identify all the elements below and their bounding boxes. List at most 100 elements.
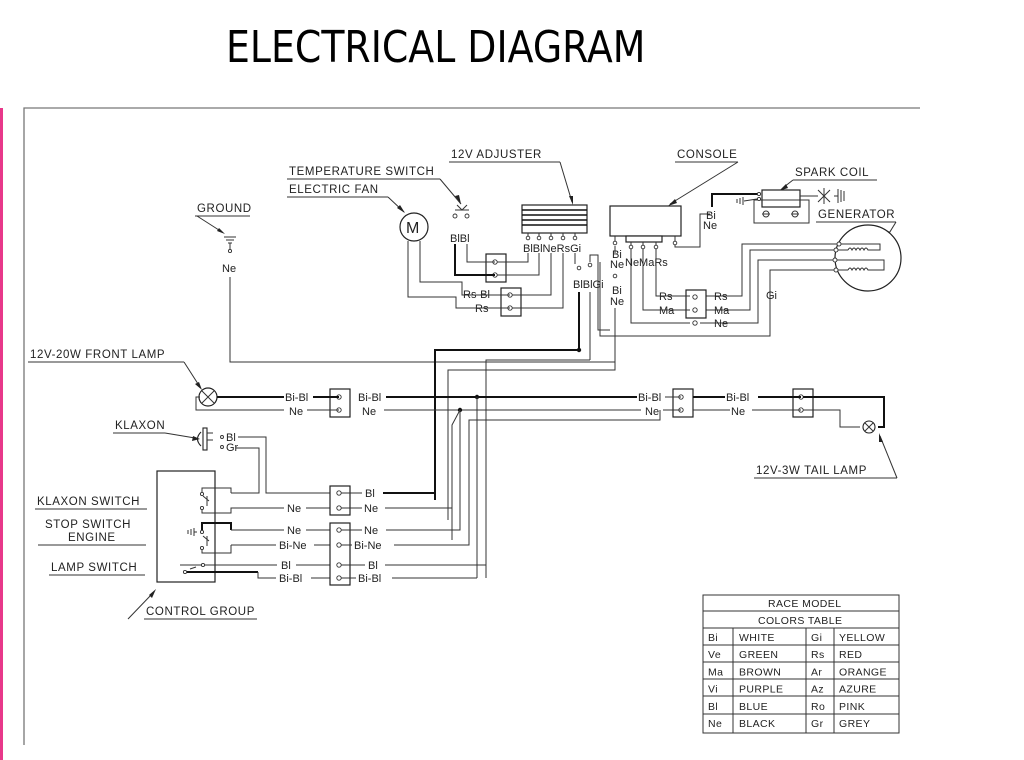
front-lamp [198,387,218,407]
klaxon-label: KLAXON [113,420,200,441]
klaxon-horn: Bl Gr [196,427,239,454]
svg-text:Ne: Ne [714,318,728,330]
svg-text:Ne: Ne [610,259,624,271]
svg-text:Bl: Bl [365,488,375,500]
color-name: WHITE [739,632,775,644]
control-group-label: CONTROL GROUP [127,589,257,620]
svg-text:Ne: Ne [362,406,376,418]
accent-bar [0,108,3,760]
color-code: Gr [811,718,824,730]
svg-text:Bi-Ne: Bi-Ne [279,540,307,552]
connector-middle [672,388,694,418]
svg-text:BlBlNeRsGi: BlBlNeRsGi [523,243,581,255]
console-unit: Bi Ne NeMaRs Bi Ne [609,205,682,308]
svg-text:Bi: Bi [612,249,622,261]
ground-symbol: Ne [222,236,236,275]
color-name: PINK [839,701,865,713]
color-name: YELLOW [839,632,885,644]
svg-text:12V-20W FRONT LAMP: 12V-20W FRONT LAMP [30,349,165,361]
temperature-switch-label: TEMPERATURE SWITCH [287,166,462,205]
spark-coil-label: SPARK COIL [779,167,877,191]
svg-text:Bi-Ne: Bi-Ne [354,540,382,552]
color-name: GREY [839,718,870,730]
svg-text:KLAXON: KLAXON [115,420,165,432]
connector-fan [500,287,522,317]
colors-table-title: RACE MODEL [768,598,841,610]
svg-text:CONTROL GROUP: CONTROL GROUP [146,606,255,618]
svg-text:M: M [406,220,419,237]
color-code: Bi [708,632,718,644]
connector-klaxon [329,485,351,516]
svg-text:LAMP SWITCH: LAMP SWITCH [51,562,137,574]
generator [832,224,902,292]
svg-text:Ne: Ne [731,406,745,418]
color-name: RED [839,649,862,661]
klaxon-switch-label: KLAXON SWITCH [35,496,147,510]
front-lamp-label: 12V-20W FRONT LAMP [28,349,202,390]
svg-text:Ne: Ne [703,220,717,232]
svg-text:NeMaRs: NeMaRs [625,257,668,269]
svg-text:BlBlGi: BlBlGi [573,279,604,291]
svg-text:Gi: Gi [766,290,777,302]
lamp-switch-label: LAMP SWITCH [49,562,145,576]
color-code: Ar [811,666,822,678]
color-code: Ro [811,701,825,713]
tail-lamp-label: 12V-3W TAIL LAMP [754,433,898,479]
svg-text:Ne: Ne [364,525,378,537]
svg-text:Bl: Bl [281,560,291,572]
svg-text:Ne: Ne [645,406,659,418]
svg-text:Ne: Ne [610,296,624,308]
svg-text:Bl: Bl [226,432,236,444]
color-code: Vi [708,684,718,696]
svg-text:Rs: Rs [475,303,489,315]
color-name: BLUE [739,701,768,713]
color-name: BROWN [739,666,781,678]
svg-text:Bi-Bl: Bi-Bl [638,392,661,404]
svg-text:GENERATOR: GENERATOR [818,209,895,221]
spark-coil [736,188,845,224]
connector-generator [685,289,707,326]
connector-switches [329,522,351,586]
svg-text:BlBl: BlBl [450,233,470,245]
connector-front [329,388,351,418]
svg-text:12V-3W TAIL LAMP: 12V-3W TAIL LAMP [756,465,867,477]
svg-text:ELECTRIC FAN: ELECTRIC FAN [289,184,379,196]
svg-text:Bi-Bl: Bi-Bl [285,392,308,404]
svg-text:Ne: Ne [287,503,301,515]
svg-text:12V ADJUSTER: 12V ADJUSTER [451,149,542,161]
color-code: Ma [708,666,723,678]
adjuster-unit: BlBlNeRsGi [521,204,588,255]
connector-temp [485,253,507,283]
svg-text:Bi-Bl: Bi-Bl [358,573,381,585]
adjuster-label: 12V ADJUSTER [449,149,573,205]
color-code: Ve [708,649,721,661]
svg-text:KLAXON SWITCH: KLAXON SWITCH [37,496,140,508]
svg-text:STOP SWITCH: STOP SWITCH [45,519,131,531]
svg-text:Ma: Ma [714,305,730,317]
color-name: PURPLE [739,684,783,696]
svg-text:Bi-Bl: Bi-Bl [279,573,302,585]
svg-text:Ne: Ne [364,503,378,515]
electric-fan-label: ELECTRIC FAN [287,184,405,213]
svg-text:SPARK COIL: SPARK COIL [795,167,869,179]
svg-text:Rs: Rs [714,291,728,303]
svg-text:Gr: Gr [226,442,239,454]
electric-fan-motor: M [399,212,429,242]
svg-text:Bi: Bi [706,210,716,222]
svg-text:Rs: Rs [659,291,673,303]
svg-text:GROUND: GROUND [197,203,252,215]
control-group [156,470,232,583]
svg-text:Ne: Ne [287,525,301,537]
svg-text:Ne: Ne [289,406,303,418]
connector-tail [792,388,814,418]
color-name: BLACK [739,718,775,730]
tail-lamp [862,420,876,434]
svg-text:Bi-Bl: Bi-Bl [726,392,749,404]
svg-text:Bi-Bl: Bi-Bl [358,392,381,404]
